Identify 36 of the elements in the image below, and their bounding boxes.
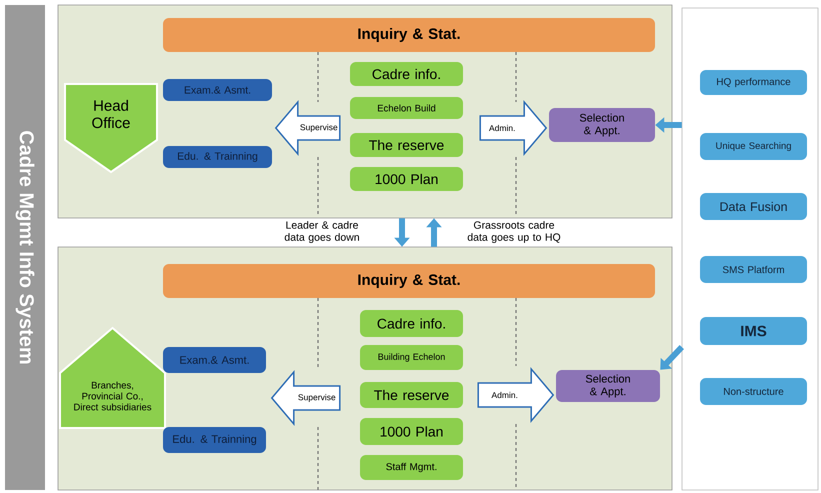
function-box: Edu. & Trainning	[163, 427, 266, 453]
module-box: 1000 Plan	[360, 418, 463, 445]
module-box: Cadre info.	[360, 310, 463, 337]
module-box: Staff Mgmt.	[360, 455, 463, 480]
module-box: 1000 Plan	[350, 167, 463, 191]
block-arrow	[270, 370, 341, 426]
service-box: HQ performance	[700, 70, 807, 95]
module-box: The reserve	[360, 382, 463, 408]
edge-label: Supervise	[300, 124, 338, 132]
arrow	[660, 344, 684, 370]
edge-label: Admin.	[492, 392, 518, 398]
module-box: The reserve	[350, 133, 463, 157]
function-box: Exam.& Asmt.	[163, 79, 272, 101]
service-box: Data Fusion	[700, 193, 807, 220]
service-box: Unique Searching	[700, 133, 807, 160]
service-box: SMS Platform	[700, 256, 807, 283]
service-box: IMS	[700, 317, 807, 345]
service-box: Non-structure	[700, 378, 807, 405]
selection-box: Selection & Appt.	[556, 370, 660, 402]
edge-label: Leader & cadre data goes down	[284, 221, 359, 243]
function-box: Edu. & Trainning	[163, 146, 272, 168]
edge-label: Admin.	[489, 124, 515, 132]
module-box: Building Echelon	[360, 345, 463, 370]
inquiry-bar: Inquiry & Stat.	[163, 264, 655, 298]
block-arrow	[477, 366, 554, 424]
function-box: Exam.& Asmt.	[163, 347, 266, 373]
module-box: Echelon Build	[350, 97, 463, 119]
module-box: Cadre info.	[350, 62, 463, 86]
block-arrow	[479, 100, 548, 156]
pentagon-node: Head Office	[64, 83, 158, 174]
block-arrow	[274, 100, 341, 156]
edge-label: Grassroots cadre data goes up to HQ	[468, 221, 560, 243]
inquiry-bar: Inquiry & Stat.	[163, 18, 655, 52]
selection-box: Selection & Appt.	[549, 108, 655, 142]
edge-label: Supervise	[298, 394, 336, 402]
title-band: Cadre Mgmt Info System	[5, 5, 45, 490]
